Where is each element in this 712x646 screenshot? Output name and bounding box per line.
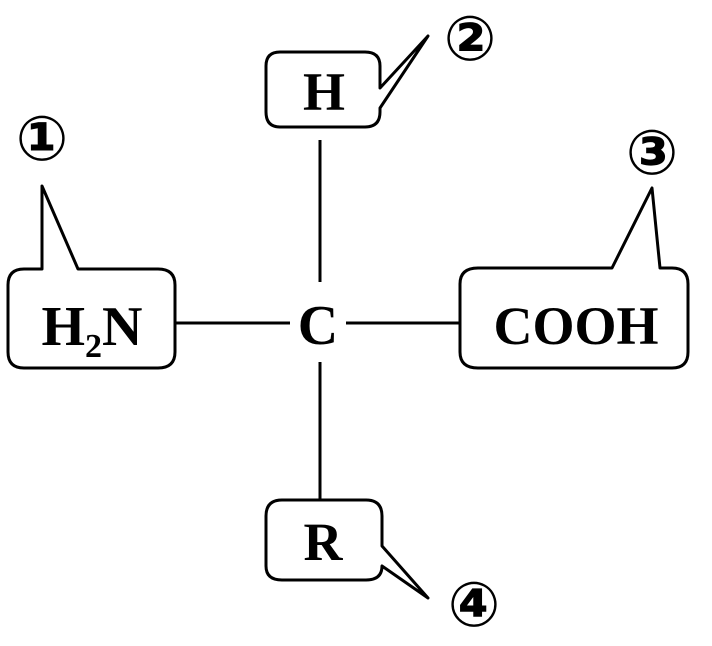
callout-right [458,186,690,370]
central-carbon-label: C [298,295,338,357]
callout-top [264,34,430,129]
group-right-label: COOH [493,296,658,356]
group-left-tail: N [102,296,142,358]
callout-bottom [264,498,430,600]
group-left-subscript: 2 [85,328,102,365]
marker-3: ③ [626,116,679,189]
callout-left [6,184,177,370]
group-bottom-label: R [304,512,344,572]
group-left-label: H2N [41,296,142,365]
marker-2: ② [444,2,497,75]
group-top-label: H [303,62,345,122]
group-left-main: H [41,296,85,358]
marker-1: ① [16,102,69,175]
marker-4: ④ [448,568,501,641]
